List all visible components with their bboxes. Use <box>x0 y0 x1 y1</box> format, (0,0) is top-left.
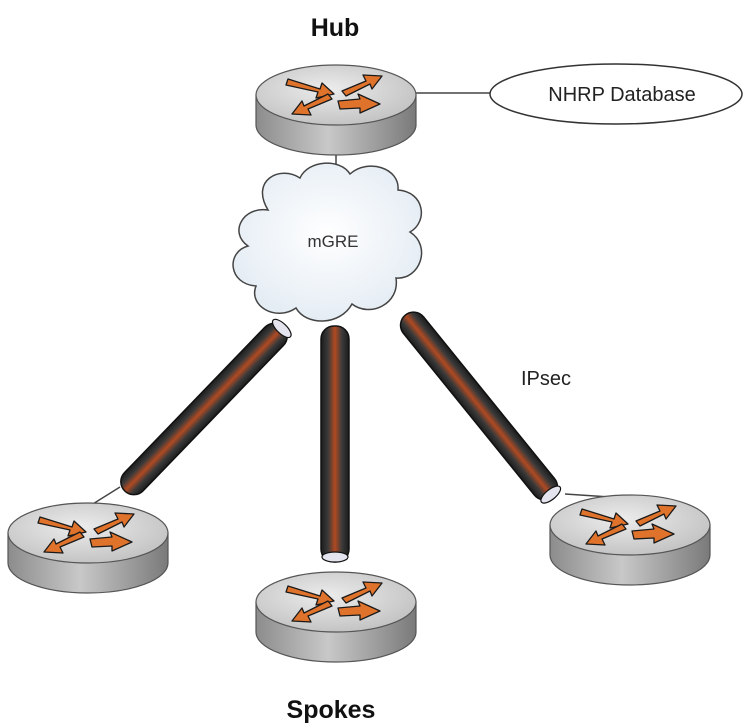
spoke-router-right-icon <box>549 494 711 586</box>
ipsec-tunnel-right <box>399 311 562 504</box>
ipsec-tunnel-middle <box>320 325 350 563</box>
nhrp-database-label: NHRP Database <box>548 84 695 106</box>
hub-router-icon <box>255 64 417 156</box>
nhrp-database: NHRP Database <box>489 63 743 125</box>
hub-title: Hub <box>311 14 360 42</box>
spokes-title: Spokes <box>287 696 376 724</box>
ipsec-tunnel-left <box>120 318 292 496</box>
spoke-router-middle-icon <box>255 571 417 663</box>
spoke-router-left-icon <box>7 502 169 594</box>
ipsec-label: IPsec <box>521 368 571 390</box>
mgre-cloud-icon: mGRE <box>232 162 423 322</box>
mgre-label: mGRE <box>308 232 359 251</box>
